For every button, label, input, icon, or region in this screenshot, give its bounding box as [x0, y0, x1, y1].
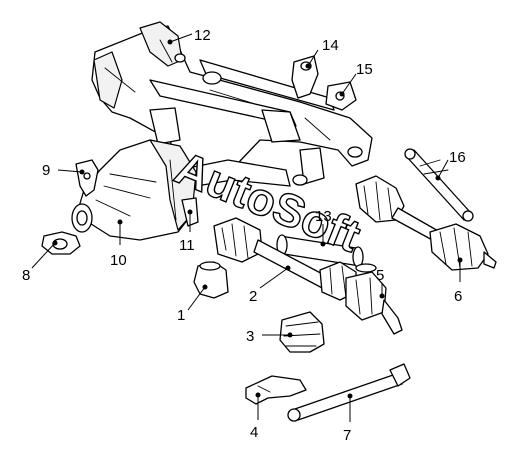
callout-14: 14	[305, 37, 339, 69]
callout-16: 16	[435, 149, 466, 181]
callout-13: 13	[315, 208, 332, 247]
callout-8: 8	[22, 240, 58, 284]
callout-2: 2	[249, 265, 291, 305]
callout-number: 15	[356, 61, 373, 78]
callout-number: 10	[110, 252, 127, 269]
part-left-drive-shaft	[213, 217, 357, 301]
part-subframe	[91, 21, 373, 189]
callout-12: 12	[167, 27, 211, 45]
callout-6: 6	[454, 257, 463, 305]
callout-number: 2	[249, 288, 257, 305]
callout-number: 3	[246, 328, 254, 345]
callout-7: 7	[343, 393, 353, 444]
callout-number: 1	[177, 307, 185, 324]
callout-3: 3	[246, 328, 293, 345]
part-cv-joint	[345, 263, 403, 335]
part-boot	[279, 311, 325, 353]
part-trailing-rod	[287, 363, 411, 422]
callout-number: 13	[315, 208, 332, 225]
part-diff-mount	[75, 159, 99, 197]
callout-15: 15	[339, 61, 373, 97]
callout-number: 7	[343, 427, 351, 444]
callout-number: 5	[376, 267, 384, 284]
callout-number: 11	[179, 237, 195, 254]
part-shock-absorber	[404, 148, 474, 222]
callout-number: 4	[250, 424, 258, 441]
callout-11: 11	[179, 209, 195, 254]
callout-1: 1	[177, 284, 208, 324]
part-rubber-bush	[193, 261, 229, 299]
callout-number: 9	[42, 162, 50, 179]
callout-number: 6	[454, 288, 462, 305]
watermark: AutoSoft	[168, 141, 367, 262]
part-arm-bracket	[245, 375, 307, 405]
callout-number: 14	[322, 37, 339, 54]
part-upper-mount	[291, 55, 319, 99]
callout-9: 9	[42, 162, 85, 179]
callout-number: 12	[194, 27, 211, 44]
callout-10: 10	[110, 219, 127, 269]
callout-number: 16	[449, 149, 466, 166]
callout-4: 4	[250, 392, 261, 441]
callout-5: 5	[376, 267, 385, 299]
callout-number: 8	[22, 267, 30, 284]
part-right-drive-shaft	[355, 175, 497, 271]
